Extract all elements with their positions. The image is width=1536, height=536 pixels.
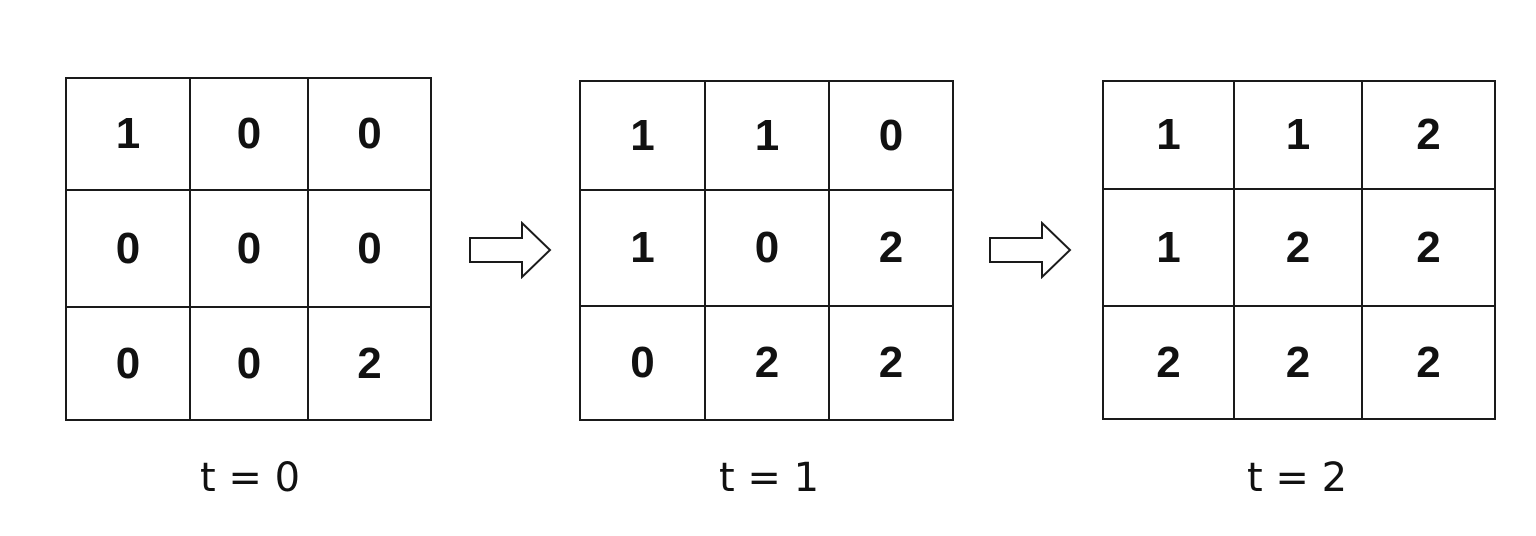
grid-cell: 1 <box>581 82 706 191</box>
grid-cell: 2 <box>1235 190 1363 307</box>
grid-cell: 0 <box>309 79 430 191</box>
grid-cell: 0 <box>830 82 952 191</box>
grid-cell: 0 <box>309 191 430 308</box>
grid-cell: 0 <box>191 79 309 191</box>
grid-cell: 0 <box>67 308 191 419</box>
grid-cell: 2 <box>830 191 952 307</box>
caption-t1: t = 1 <box>718 455 820 501</box>
grid-cell: 1 <box>67 79 191 191</box>
grid-cell: 2 <box>706 307 830 419</box>
grid-t1: 1 1 0 1 0 2 0 2 2 <box>579 80 954 421</box>
grid-cell: 2 <box>1363 82 1494 190</box>
caption-t0: t = 0 <box>199 455 301 501</box>
grid-cell: 0 <box>581 307 706 419</box>
grid-cell: 2 <box>357 338 382 388</box>
grid-cell: 1 <box>1104 82 1235 190</box>
grid-cell: 1 <box>581 191 706 307</box>
right-arrow-icon <box>989 221 1072 279</box>
grid-cell: 0 <box>706 191 830 307</box>
caption-t2: t = 2 <box>1246 455 1348 501</box>
grid-cell: 1 <box>1235 82 1363 190</box>
grid-cell: 2 <box>1104 307 1235 418</box>
grid-cell: 2 <box>878 338 904 387</box>
grid-cell: 2 <box>1363 190 1494 307</box>
grid-cell: 2 <box>1235 307 1363 418</box>
grid-cell: 1 <box>1104 190 1235 307</box>
grid-cell: 2 <box>1416 337 1441 387</box>
grid-cell: 0 <box>67 191 191 308</box>
grid-cell: 1 <box>706 82 830 191</box>
right-arrow-icon <box>469 221 552 279</box>
grid-t2: 1 1 2 1 2 2 2 2 2 <box>1102 80 1496 420</box>
grid-cell: 0 <box>191 308 309 419</box>
grid-cell: 0 <box>191 191 309 308</box>
grid-t0: 1 0 0 0 0 0 0 0 2 <box>65 77 432 421</box>
